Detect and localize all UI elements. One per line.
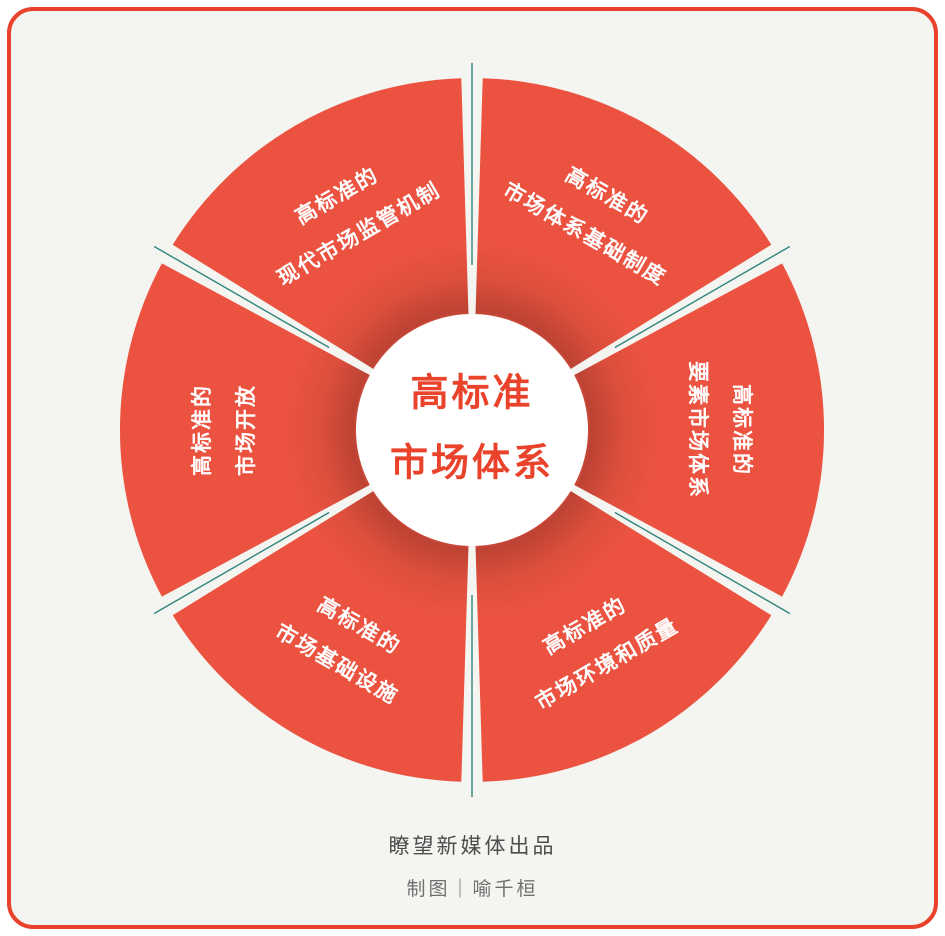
wedge-label-line2: 要素市场体系 [686,361,710,499]
wedge-label-right: 高标准的 要素市场体系 [676,361,764,499]
wedge-label-line1: 高标准的 [189,384,214,476]
divider-line [153,245,330,349]
divider-line [614,511,791,615]
footer-credit: 瞭望新媒体出品 [388,834,557,858]
divider-lines [153,63,791,797]
wedge-label-line1: 高标准的 [730,384,755,476]
center-title: 高标准 市场体系 [390,358,554,499]
footer-author: 制图｜喻千桓 [406,878,539,900]
wedge-label-line2: 市场开放 [234,384,258,476]
wedge-label-left: 高标准的 市场开放 [180,384,268,476]
divider-line [614,245,791,349]
divider-line [153,511,330,615]
center-title-line1: 高标准 [410,370,534,415]
center-circle [356,314,588,546]
center-title-line2: 市场体系 [389,441,555,485]
